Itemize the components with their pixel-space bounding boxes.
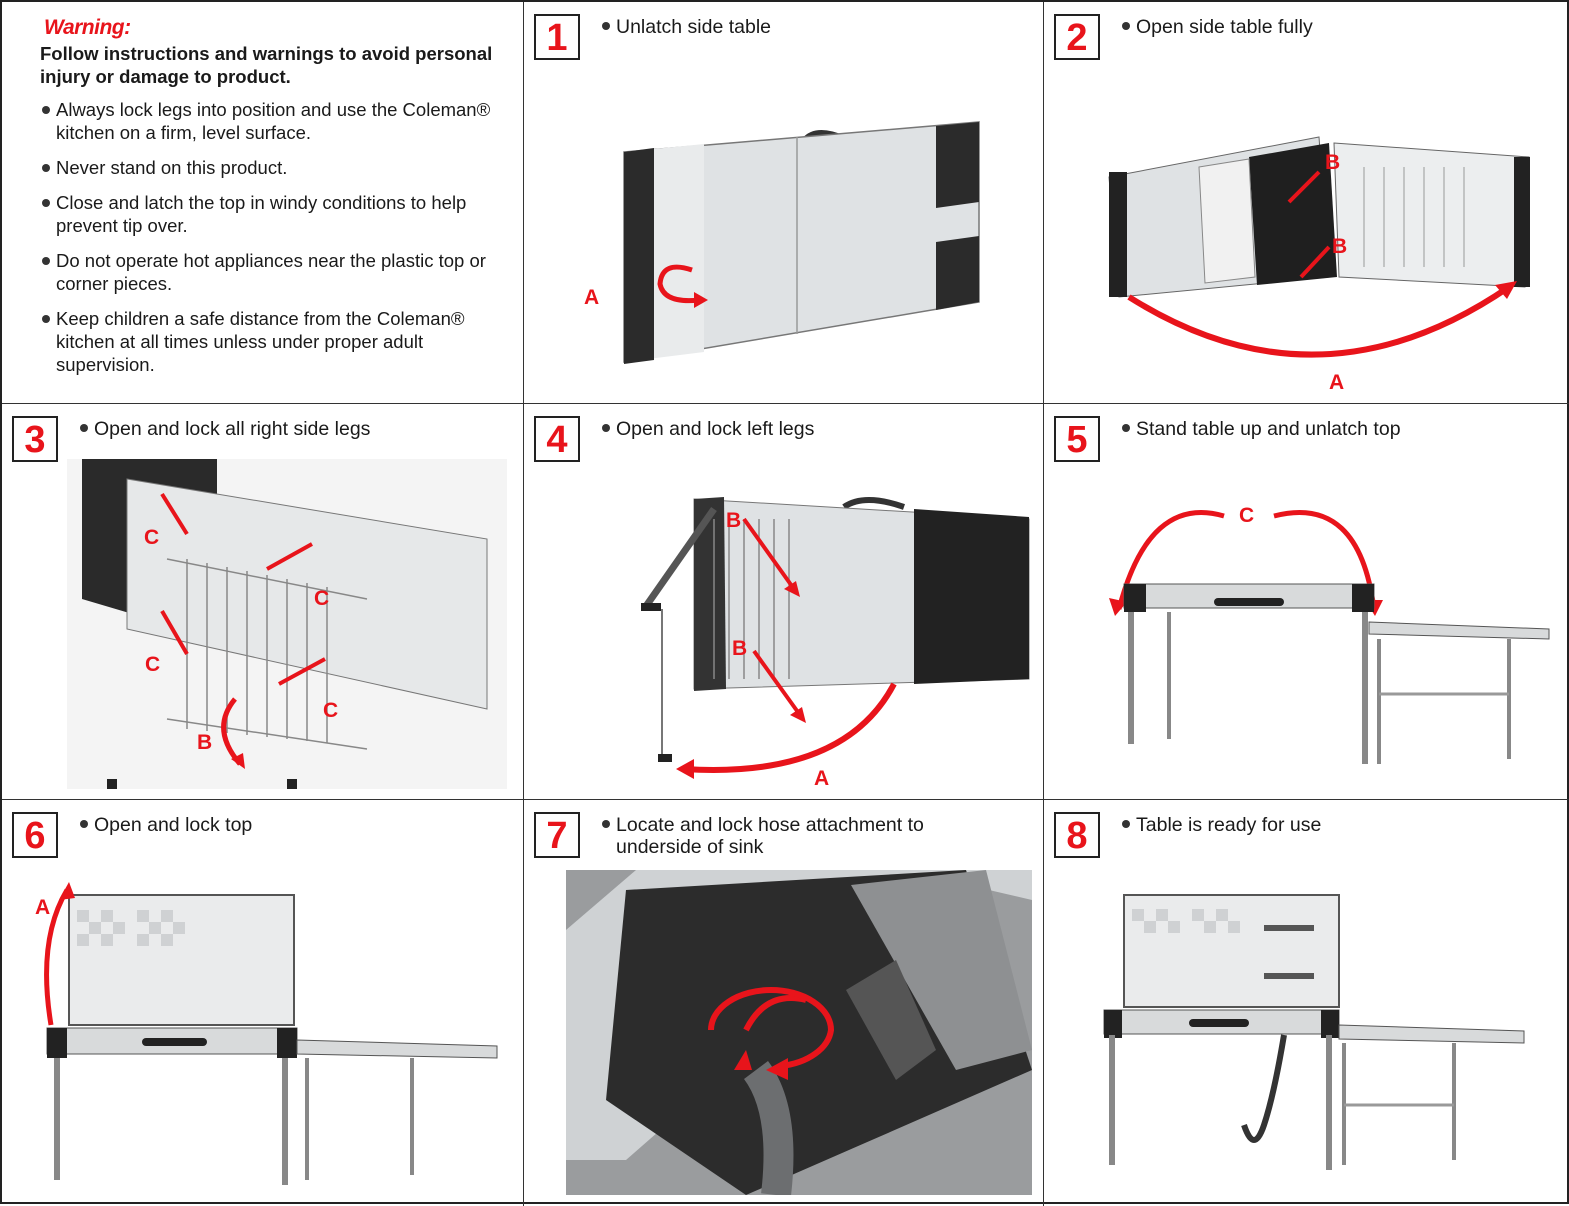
step-number: 6: [12, 812, 58, 858]
step-caption: Open side table fully: [1122, 16, 1542, 38]
bullet-icon: [1122, 423, 1130, 432]
bullet-icon: [80, 423, 88, 432]
label-a: A: [1329, 371, 1344, 394]
step-number: 8: [1054, 812, 1100, 858]
label-c: C: [1239, 504, 1254, 527]
step-caption: Unlatch side table: [602, 16, 1022, 38]
step-caption: Stand table up and unlatch top: [1122, 418, 1542, 440]
bullet-icon: [602, 21, 610, 30]
label-a: A: [814, 767, 829, 789]
step-caption: Open and lock all right side legs: [80, 418, 500, 440]
step-number: 5: [1054, 416, 1100, 462]
step-6-panel: 6 Open and lock top: [2, 800, 524, 1206]
step-2-panel: 2 Open side table fully B B: [1044, 2, 1569, 404]
warning-subtitle: Follow instructions and warnings to avoi…: [40, 43, 493, 87]
step-caption-text: Locate and lock hose attachment to: [616, 814, 924, 836]
step-caption-text: Open and lock left legs: [616, 418, 815, 440]
warning-item: Always lock legs into position and use t…: [40, 98, 496, 144]
label-a: A: [584, 286, 599, 309]
step-5-illustration: C: [1069, 494, 1559, 784]
step-3-panel: 3 Open and lock all right side legs: [2, 404, 524, 800]
warning-item: Keep children a safe distance from the C…: [40, 307, 496, 376]
label-c: C: [314, 587, 329, 610]
step-4-illustration: B B A: [614, 479, 1034, 789]
step-caption-text: Stand table up and unlatch top: [1136, 418, 1401, 440]
step-caption-text: Open and lock all right side legs: [94, 418, 371, 440]
step-8-panel: 8 Table is ready for use: [1044, 800, 1569, 1206]
warning-item: Never stand on this product.: [40, 156, 496, 179]
step-3-illustration: C C C C B: [67, 459, 507, 794]
step-6-illustration: A: [27, 880, 507, 1190]
step-7-illustration: [566, 870, 1032, 1195]
label-b: B: [197, 731, 212, 754]
step-number: 1: [534, 14, 580, 60]
step-caption-text: Table is ready for use: [1136, 814, 1322, 836]
step-number: 2: [1054, 14, 1100, 60]
step-caption-text: Unlatch side table: [616, 16, 772, 38]
step-caption-text: Open side table fully: [1136, 16, 1313, 38]
warning-panel: Warning: Follow instructions and warning…: [2, 2, 524, 404]
warning-item: Close and latch the top in windy conditi…: [40, 191, 496, 237]
bullet-icon: [602, 819, 610, 828]
step-caption: Open and lock left legs: [602, 418, 1022, 440]
step-caption-text: Open and lock top: [94, 814, 253, 836]
label-b: B: [1332, 235, 1347, 258]
bullet-icon: [602, 423, 610, 432]
step-5-panel: 5 Stand table up and unlatch top C: [1044, 404, 1569, 800]
label-c: C: [323, 699, 338, 722]
step-4-panel: 4 Open and lock left legs: [524, 404, 1044, 800]
bullet-icon: [1122, 819, 1130, 828]
step-number: 7: [534, 812, 580, 858]
label-a: A: [35, 896, 50, 919]
step-number: 4: [534, 416, 580, 462]
step-caption: Table is ready for use: [1122, 814, 1542, 836]
warning-item: Do not operate hot appliances near the p…: [40, 249, 496, 295]
step-caption: Open and lock top: [80, 814, 500, 836]
label-b: B: [1325, 151, 1340, 174]
bullet-icon: [80, 819, 88, 828]
label-b: B: [732, 637, 747, 660]
label-b: B: [726, 509, 741, 532]
step-caption-text-line2: underside of sink: [616, 836, 764, 858]
label-c: C: [145, 653, 160, 676]
warning-title: Warning:: [44, 16, 131, 39]
step-1-panel: 1 Unlatch side table A: [524, 2, 1044, 404]
step-number: 3: [12, 416, 58, 462]
step-1-illustration: A: [584, 112, 1004, 372]
bullet-icon: [1122, 21, 1130, 30]
step-2-illustration: B B A: [1089, 127, 1549, 397]
warning-list: Always lock legs into position and use t…: [40, 98, 523, 376]
step-8-illustration: [1094, 885, 1544, 1175]
label-c: C: [144, 526, 159, 549]
